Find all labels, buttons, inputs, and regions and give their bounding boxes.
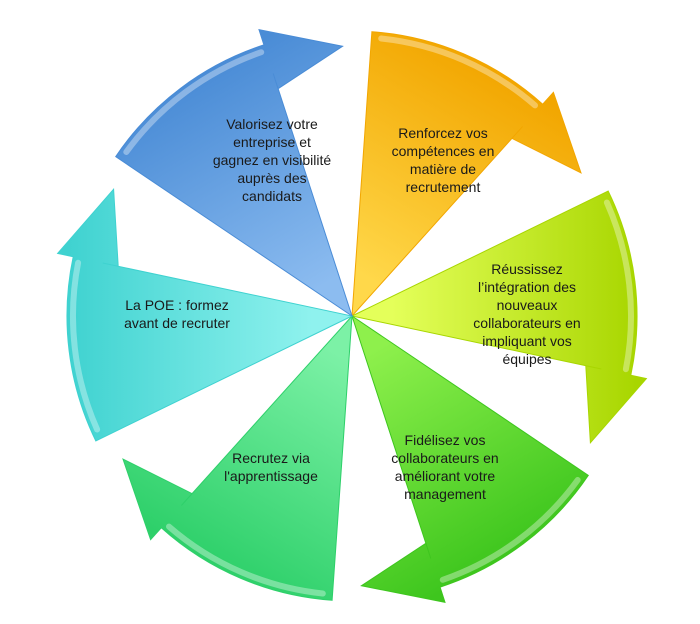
segment-highlight-valorisez [123,49,265,155]
segment-arrow-poe [56,187,354,442]
segment-label-apprentissage: Recrutez via l'apprentissage [224,450,318,484]
segment-label-fidelisez: Fidélisez vos collaborateurs en améliora… [391,432,499,502]
segment-highlight-integration [603,199,635,373]
segment-label-competences: Renforcez vos compétences en matière de … [391,125,495,195]
segment-highlight-fidelisez [439,477,581,583]
segment-arrow-fidelisez [351,314,589,603]
segment-highlight-competences [378,35,538,109]
segment-arrow-apprentissage [122,314,353,601]
segment-label-poe: La POE : formez avant de recruter [124,297,230,331]
segment-label-integration: Réussissez l’intégration des nouveaux co… [473,261,581,367]
segment-label-valorisez: Valorisez votre entreprise et gagnez en … [212,116,332,204]
segment-highlight-apprentissage [166,523,326,597]
segment-arrow-competences [351,31,582,318]
segment-highlight-poe [69,259,101,433]
segment-arrow-integration [350,190,648,445]
segment-arrow-valorisez [115,29,353,318]
